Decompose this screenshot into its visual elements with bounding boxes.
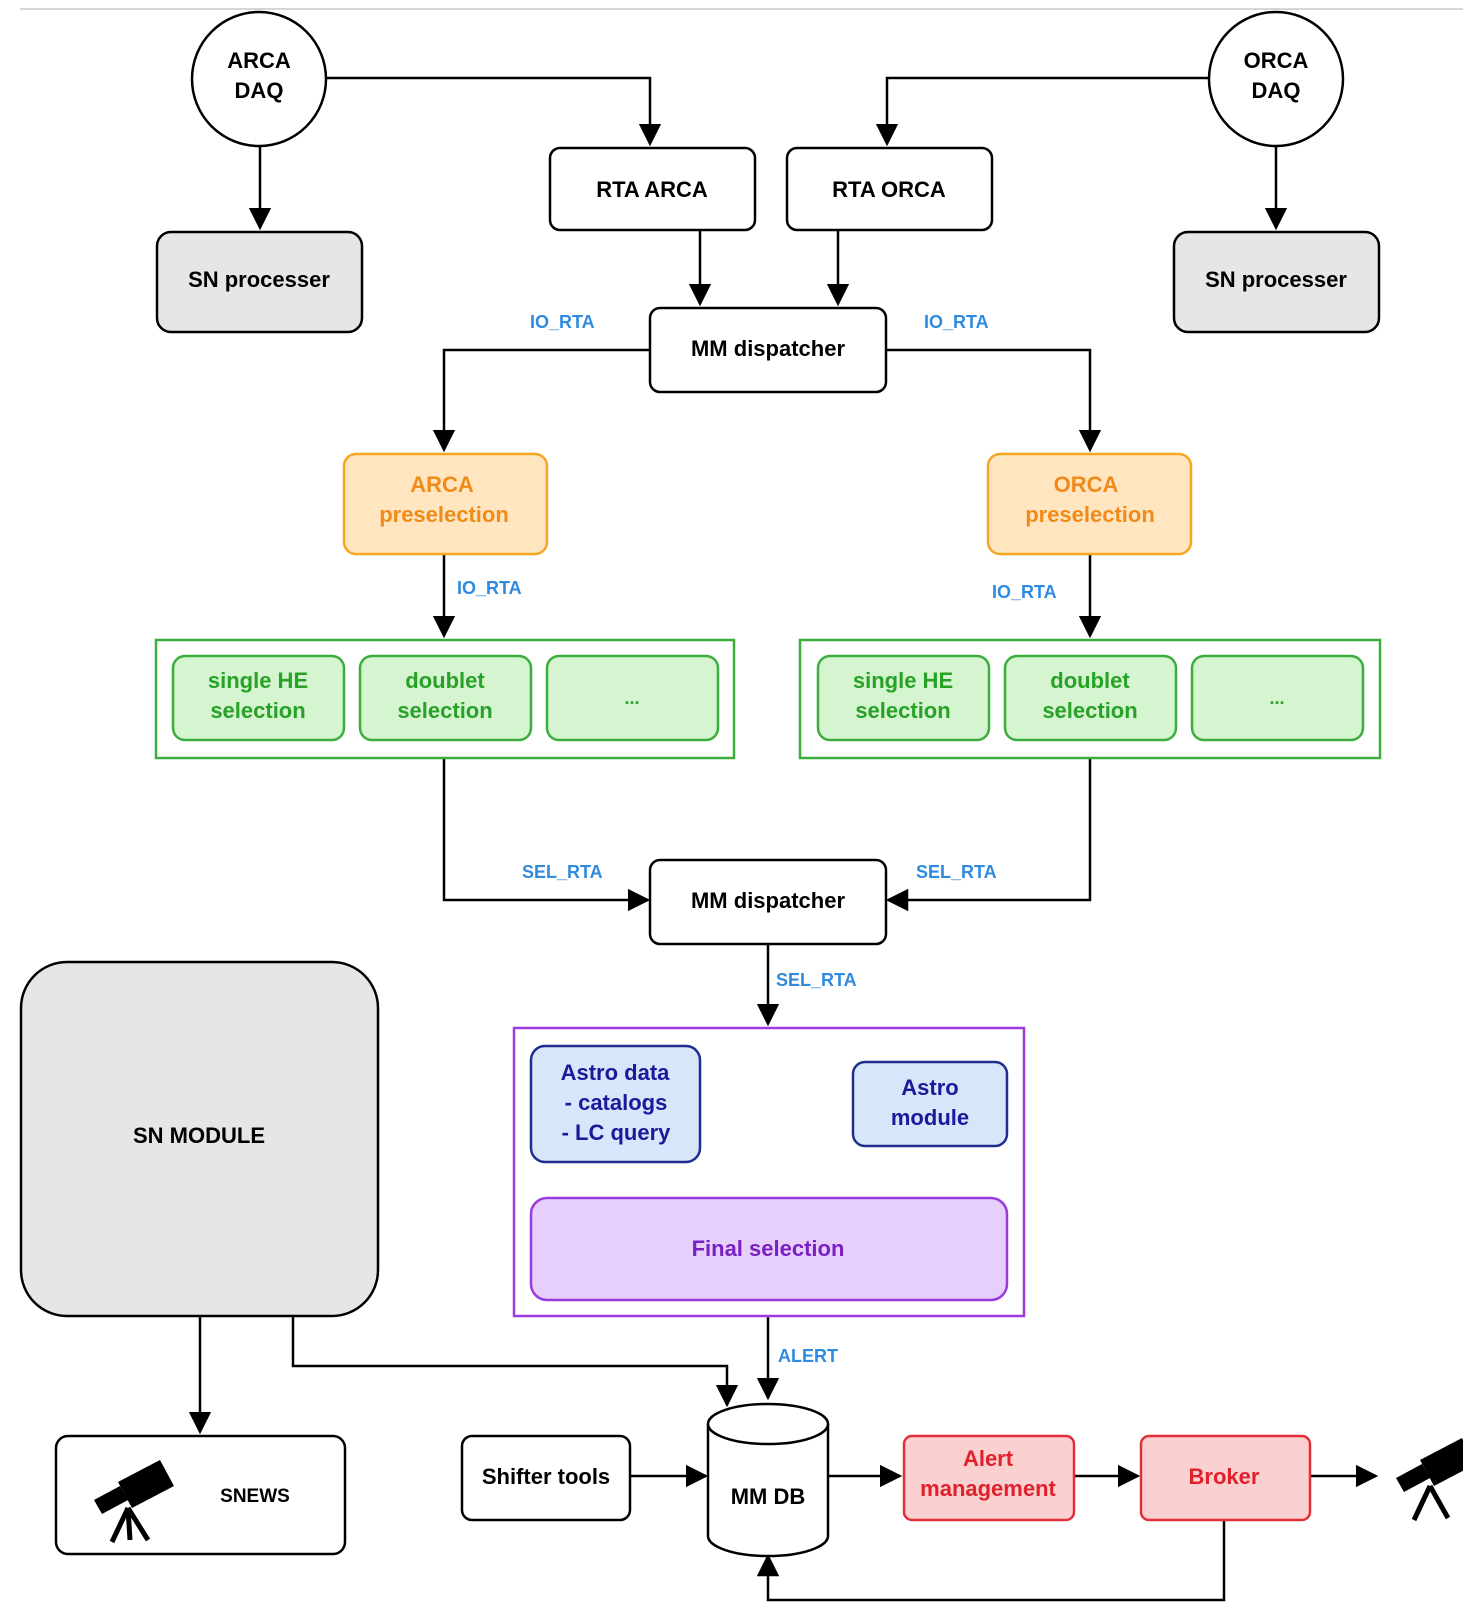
astro-data-box: [529, 1044, 702, 1164]
orca-preselection-label-2: preselection: [1025, 502, 1155, 527]
arca-single-he-box: [171, 654, 346, 742]
arca-doublet-label-1: doublet: [405, 668, 485, 693]
arca-daq-label-1: ARCA: [227, 48, 291, 73]
alert-management-label-2: management: [920, 1476, 1056, 1501]
edges: [188, 76, 1379, 1602]
alert-management-label-1: Alert: [963, 1446, 1014, 1471]
mm-dispatcher-1-label: MM dispatcher: [691, 336, 845, 361]
edge-broker-mmdb: [756, 1518, 1226, 1602]
edge-label-alert: ALERT: [778, 1346, 838, 1366]
orca-single-he-label-1: single HE: [853, 668, 953, 693]
broker-node: Broker: [1139, 1434, 1312, 1522]
arca-doublet-label-2: selection: [397, 698, 492, 723]
arca-preselection-node: ARCA preselection: [342, 452, 549, 556]
astro-module-box: [851, 1060, 1009, 1148]
orca-more-label: ...: [1269, 688, 1284, 708]
astro-module-label-2: module: [891, 1105, 969, 1130]
orca-doublet-label-1: doublet: [1050, 668, 1130, 693]
orca-doublet-box: [1003, 654, 1178, 742]
arca-preselection-label-2: preselection: [379, 502, 509, 527]
edge-snmodule-mmdb: [291, 1316, 739, 1408]
orca-preselection-label-1: ORCA: [1054, 472, 1119, 497]
sn-module-node: SN MODULE: [19, 960, 380, 1318]
edge-label-io-rta-orca: IO_RTA: [992, 582, 1057, 602]
final-selection-label: Final selection: [692, 1236, 845, 1261]
shifter-tools-label: Shifter tools: [482, 1464, 610, 1489]
astro-data-label-2: - catalogs: [565, 1090, 668, 1115]
mm-dispatcher-2-label: MM dispatcher: [691, 888, 845, 913]
telescope-icon: [94, 1460, 174, 1544]
edge-orca-daq-rta-orca: [875, 76, 1208, 147]
alert-management-node: Alert management: [902, 1434, 1076, 1522]
orca-selection-group: single HE selection doublet selection ..…: [798, 638, 1382, 760]
arca-daq-label-2: DAQ: [235, 78, 284, 103]
snews-label: SNEWS: [220, 1486, 290, 1507]
arca-single-he-label-1: single HE: [208, 668, 308, 693]
mm-dispatcher-1-node: MM dispatcher: [648, 306, 888, 394]
telescope-icon: [1396, 1438, 1463, 1522]
shifter-tools-node: Shifter tools: [460, 1434, 632, 1522]
orca-daq-label-1: ORCA: [1244, 48, 1309, 73]
edge-orca-group-dispatcher2: [885, 758, 1092, 912]
edge-arca-daq-rta-arca: [322, 76, 662, 147]
edge-label-sel-rta-down: SEL_RTA: [776, 970, 857, 990]
edge-dispatcher-orca-presel: [886, 348, 1102, 453]
edge-label-io-rta-right: IO_RTA: [924, 312, 989, 332]
broker-label: Broker: [1189, 1464, 1260, 1489]
arca-daq-node: ARCA DAQ: [190, 10, 328, 148]
arca-preselection-label-1: ARCA: [410, 472, 474, 497]
arca-single-he-label-2: selection: [210, 698, 305, 723]
orca-single-he-box: [816, 654, 991, 742]
orca-doublet-label-2: selection: [1042, 698, 1137, 723]
sn-processer-right-node: SN processer: [1172, 230, 1381, 334]
rta-arca-node: RTA ARCA: [548, 146, 757, 232]
orca-preselection-node: ORCA preselection: [986, 452, 1193, 556]
edge-arca-group-dispatcher2: [442, 758, 651, 912]
mm-db-label: MM DB: [731, 1484, 806, 1509]
astro-data-label-1: Astro data: [561, 1060, 671, 1085]
mm-dispatcher-2-node: MM dispatcher: [648, 858, 888, 946]
edge-label-sel-rta-right: SEL_RTA: [916, 862, 997, 882]
final-selection-container: Astro data - catalogs - LC query Astro m…: [512, 1026, 1026, 1318]
sn-processer-left-label: SN processer: [188, 267, 330, 292]
sn-processer-right-label: SN processer: [1205, 267, 1347, 292]
edge-label-io-rta-arca: IO_RTA: [457, 578, 522, 598]
arca-doublet-box: [358, 654, 533, 742]
rta-orca-label: RTA ORCA: [832, 177, 946, 202]
orca-daq-node: ORCA DAQ: [1207, 10, 1345, 148]
arca-more-label: ...: [624, 688, 639, 708]
final-selection-box: [529, 1196, 1009, 1302]
mm-db-node: MM DB: [706, 1402, 830, 1558]
rta-arca-label: RTA ARCA: [596, 177, 708, 202]
orca-more-box: [1190, 654, 1365, 742]
edge-label-io-rta-left: IO_RTA: [530, 312, 595, 332]
astro-module-label-1: Astro: [901, 1075, 958, 1100]
arca-more-box: [545, 654, 720, 742]
orca-single-he-label-2: selection: [855, 698, 950, 723]
arca-selection-group: single HE selection doublet selection ..…: [154, 638, 736, 760]
sn-module-label: SN MODULE: [133, 1123, 265, 1148]
orca-daq-label-2: DAQ: [1252, 78, 1301, 103]
sn-processer-left-node: SN processer: [155, 230, 364, 334]
snews-node: SNEWS: [54, 1434, 347, 1556]
edge-label-sel-rta-left: SEL_RTA: [522, 862, 603, 882]
astro-data-label-3: - LC query: [562, 1120, 672, 1145]
rta-orca-node: RTA ORCA: [785, 146, 994, 232]
edge-dispatcher-arca-presel: [432, 348, 650, 453]
